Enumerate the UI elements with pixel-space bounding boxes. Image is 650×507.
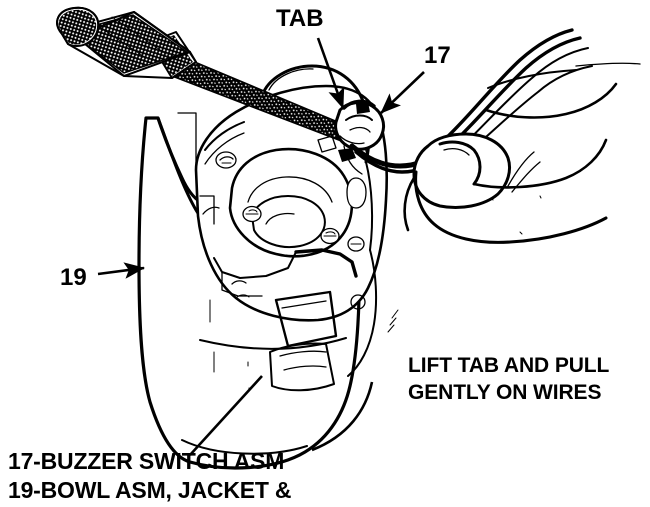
callout-19-label: 19 bbox=[60, 264, 87, 291]
instruction-block: LIFT TAB AND PULL GENTLY ON WIRES bbox=[408, 354, 610, 404]
callout-19-leader bbox=[97, 262, 146, 279]
legend-line-2: 19-BOWL ASM, JACKET & bbox=[8, 477, 291, 503]
housing-screw-lower-right bbox=[320, 227, 340, 245]
legend-leader-19 bbox=[311, 381, 374, 452]
legend-block: 17-BUZZER SWITCH ASM 19-BOWL ASM, JACKET… bbox=[8, 448, 292, 503]
legend-leader-17 bbox=[189, 375, 263, 456]
housing-screw-far-right bbox=[347, 236, 365, 252]
housing-screw-mid-left bbox=[242, 205, 262, 223]
steering-column-housing bbox=[194, 64, 389, 392]
legend-leader-lines bbox=[189, 375, 374, 456]
callout-19: 19 bbox=[60, 262, 146, 291]
legend-line-1: 17-BUZZER SWITCH ASM bbox=[8, 448, 284, 474]
screwdriver bbox=[56, 6, 358, 145]
callout-17: 17 bbox=[380, 42, 451, 114]
callout-tab-label: TAB bbox=[276, 5, 324, 32]
instruction-line-2: GENTLY ON WIRES bbox=[408, 381, 601, 404]
buzzer-switch-connector bbox=[334, 99, 386, 151]
callout-17-label: 17 bbox=[424, 42, 451, 69]
callout-tab: TAB bbox=[276, 5, 345, 109]
callout-17-leader bbox=[380, 71, 425, 114]
housing-screw-upper-left bbox=[215, 151, 237, 169]
callout-tab-leader bbox=[316, 37, 345, 109]
instruction-line-1: LIFT TAB AND PULL bbox=[408, 354, 610, 377]
hand bbox=[403, 62, 641, 244]
